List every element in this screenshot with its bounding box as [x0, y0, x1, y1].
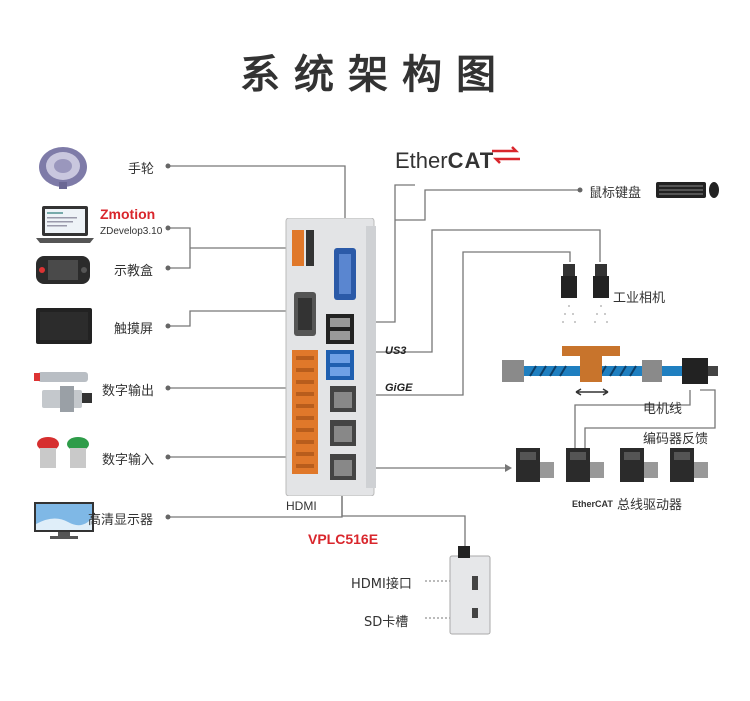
label-sd-slot: SD卡槽 [364, 615, 409, 630]
laptop-icon [36, 206, 94, 243]
industrial-camera-icon [561, 264, 609, 323]
ethercat-logo: EtherCAT [395, 148, 494, 174]
label-digital-input: 数字输入 [102, 453, 155, 468]
keyboard-mouse-icon [656, 182, 719, 198]
label-touchscreen: 触摸屏 [114, 322, 154, 337]
drive-ethercat-logo: EtherCAT [572, 499, 613, 509]
controller-side-module [449, 546, 491, 635]
push-button-icon [37, 437, 89, 468]
ethercat-logo-suffix: CAT [447, 148, 495, 173]
handwheel-icon [39, 147, 87, 189]
monitor-icon [34, 502, 94, 539]
label-bus-drive: 总线驱动器 [617, 498, 683, 513]
servo-drives-icon [516, 448, 708, 482]
label-motor-cable: 电机线 [643, 402, 683, 417]
label-teach-pendant: 示教盒 [114, 264, 154, 279]
label-keyboard-mouse: 鼠标键盘 [589, 186, 642, 201]
solenoid-valve-icon [34, 372, 92, 412]
controller-unit [285, 218, 376, 496]
label-digital-output: 数字输出 [102, 384, 155, 399]
touchscreen-icon [36, 308, 92, 344]
diagram-title: 系统架构图 [240, 52, 510, 98]
controller-hdmi-label: HDMI [286, 499, 317, 513]
zdevelop-version: ZDevelop3.10 [100, 226, 163, 237]
label-industrial-camera: 工业相机 [613, 291, 666, 306]
label-hdmi-port: HDMI接口 [351, 577, 412, 592]
ethercat-arrows-icon [492, 146, 520, 164]
usb3-vision-logo: US3 [385, 345, 407, 357]
teach-pendant-icon [36, 256, 90, 284]
label-encoder-feedback: 编码器反馈 [643, 432, 709, 447]
label-handwheel: 手轮 [128, 162, 155, 177]
ethercat-logo-prefix: Ether [395, 148, 448, 173]
gige-vision-logo: GiGE [385, 382, 413, 394]
label-hd-monitor: 高清显示器 [88, 513, 154, 528]
ball-screw-stage-icon [502, 346, 718, 396]
controller-model: VPLC516E [308, 531, 379, 547]
zmotion-logo: Zmotion [100, 206, 156, 222]
